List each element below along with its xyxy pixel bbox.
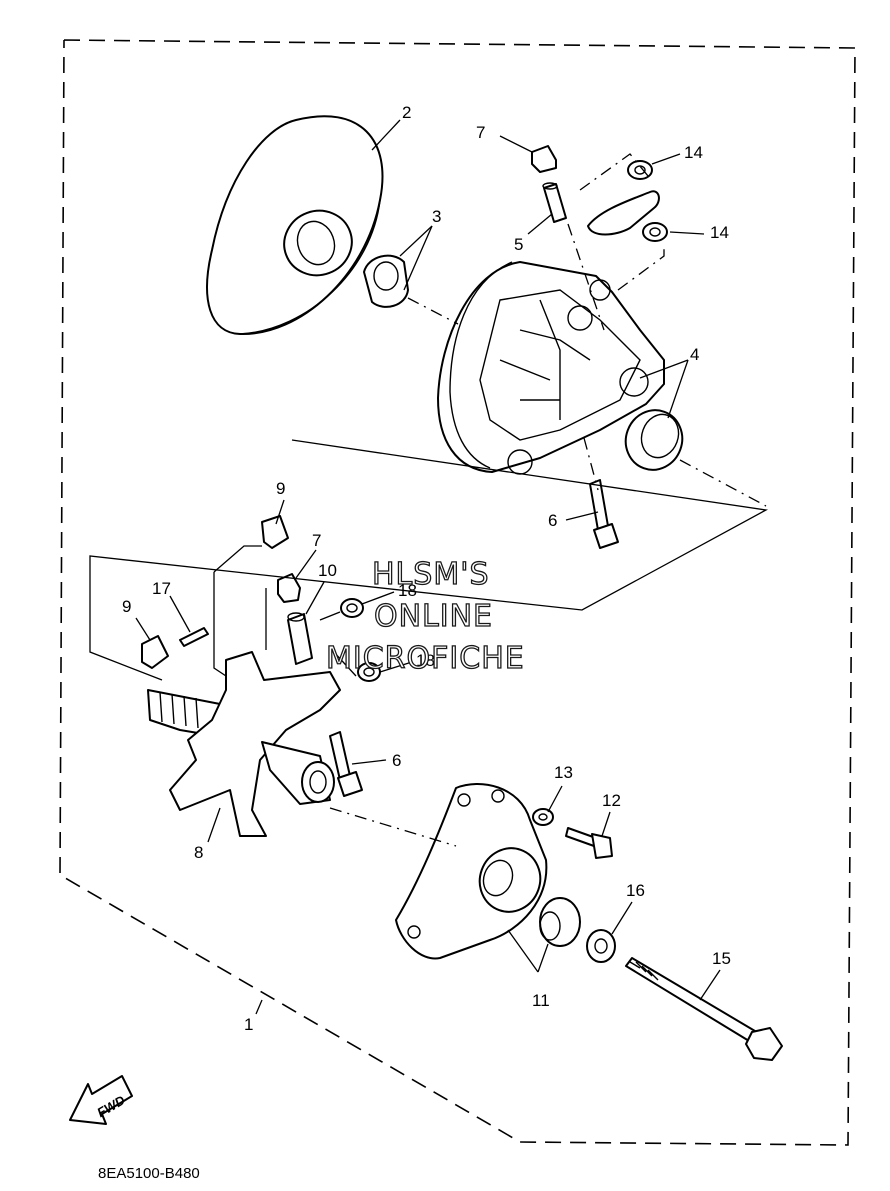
- part-16-washer[interactable]: [586, 929, 616, 963]
- callout-1: 1: [244, 1015, 253, 1034]
- callout-17: 17: [152, 579, 171, 598]
- callouts: 2 3 4 5 6 6 7 7 8 9 9 10 11 12 13 14 14 …: [122, 103, 731, 1034]
- callout-13: 13: [554, 763, 573, 782]
- callout-9-upper: 9: [276, 479, 285, 498]
- callout-7-upper: 7: [476, 123, 485, 142]
- part-18-washers[interactable]: [340, 598, 381, 682]
- callout-6-upper: 6: [548, 511, 557, 530]
- assembly-lines: [89, 153, 769, 847]
- part-7-nut-lower[interactable]: [277, 573, 301, 603]
- part-14-washers[interactable]: [587, 160, 668, 242]
- part-5-pin[interactable]: [542, 182, 567, 223]
- callout-11: 11: [532, 991, 550, 1010]
- part-7-nut-upper[interactable]: [531, 145, 557, 173]
- callout-2: 2: [402, 103, 411, 122]
- part-6-bolt-upper[interactable]: [589, 479, 619, 549]
- part-6-bolt-lower[interactable]: [329, 731, 363, 797]
- callout-5: 5: [514, 235, 523, 254]
- part-4-housing[interactable]: [437, 261, 691, 478]
- callout-8: 8: [194, 843, 203, 862]
- callout-7-lower: 7: [312, 531, 321, 550]
- callout-3: 3: [432, 207, 441, 226]
- part-13-washer[interactable]: [532, 808, 554, 826]
- watermark-line-3: MICROFICHE: [326, 641, 525, 676]
- part-9-slider-lower[interactable]: [141, 635, 169, 669]
- part-10-pin[interactable]: [287, 612, 313, 665]
- part-9-slider-upper[interactable]: [261, 515, 289, 549]
- assembly-border: [59, 39, 856, 1146]
- callout-18-lower: 18: [416, 651, 435, 670]
- drawing-code: 8EA5100-B480: [98, 1165, 200, 1182]
- watermark-line-2: ONLINE: [374, 599, 493, 634]
- part-11-cover[interactable]: [395, 782, 581, 960]
- callout-9-lower: 9: [122, 597, 131, 616]
- callout-leaders: [135, 119, 721, 1015]
- part-3-collar[interactable]: [363, 254, 409, 308]
- part-2-sheave[interactable]: [206, 115, 384, 336]
- callout-18-upper: 18: [398, 581, 417, 600]
- callout-16: 16: [626, 881, 645, 900]
- part-12-bolt[interactable]: [565, 827, 613, 859]
- watermark-line-1: HLSM'S: [372, 557, 490, 592]
- callout-10: 10: [318, 561, 337, 580]
- callout-15: 15: [712, 949, 731, 968]
- part-17-pin[interactable]: [179, 627, 209, 647]
- fwd-arrow-icon: FWD: [69, 1075, 133, 1125]
- part-15-bolt[interactable]: [625, 957, 783, 1061]
- watermark: HLSM'S ONLINE MICROFICHE: [325, 556, 525, 676]
- callout-12: 12: [602, 791, 621, 810]
- callout-14-upper: 14: [684, 143, 703, 162]
- callout-6-lower: 6: [392, 751, 401, 770]
- part-8-spider[interactable]: [147, 651, 341, 837]
- callout-4: 4: [690, 345, 699, 364]
- callout-14-lower: 14: [710, 223, 729, 242]
